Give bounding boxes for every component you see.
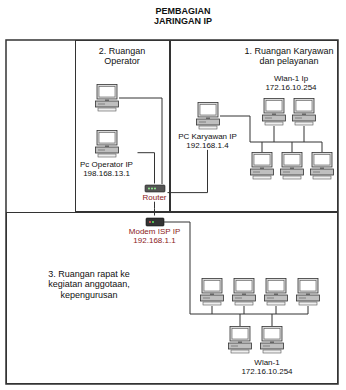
- computer-node: PC Karyawan IP 192.168.1.4: [172, 100, 244, 150]
- room-region: 2. Ruangan Operator Pc Operator IP 198.16…: [75, 40, 170, 212]
- building-wall: [6, 40, 338, 384]
- computer-icon: [96, 85, 119, 112]
- room-name: 2. Ruangan Operator: [86, 46, 158, 67]
- computer-icon: [251, 153, 274, 180]
- room-region: 3. Ruangan rapat ke kegiatan anggotaan, …: [6, 212, 338, 384]
- network-cable: [164, 222, 308, 326]
- modem-icon: [146, 218, 164, 226]
- computer-icon: [201, 279, 224, 306]
- computer-icon: [233, 279, 256, 306]
- computer-icon: [281, 153, 304, 180]
- room-name: 3. Ruangan rapat ke kegiatan anggotaan, …: [33, 269, 145, 300]
- network-cable: [138, 153, 155, 184]
- device-label: Modem ISP IP 192.168.1.1: [124, 227, 186, 245]
- device-label: PC Karyawan IP 192.168.1.4: [172, 132, 244, 150]
- computer-icon: [263, 99, 286, 126]
- room-region: 1. Ruangan Karyawan dan pelayanan PC Kary…: [170, 40, 338, 212]
- device-label: Pc Operator IP 198.168.13.1: [76, 160, 138, 178]
- computer-icon: [229, 327, 252, 354]
- computer-icon: [293, 99, 316, 126]
- device-label: Router: [142, 193, 168, 202]
- modem-node: Modem ISP IP 192.168.1.1: [124, 216, 186, 245]
- network-label: Wlan-1 Ip 172.16.10.254: [258, 74, 324, 92]
- router-node: Router: [142, 184, 168, 202]
- room-name: 1. Ruangan Karyawan dan pelayanan: [243, 46, 335, 67]
- computer-icon: [96, 131, 119, 158]
- network-label: Wlan-1 172.16.10.254: [234, 358, 300, 376]
- computer-icon: [265, 279, 288, 306]
- diagram-title: PEMBAGIAN JARINGAN IP: [138, 6, 228, 27]
- router-icon: [145, 185, 165, 192]
- computer-icon: [261, 327, 284, 354]
- network-cable: [154, 202, 155, 216]
- computer-node: Pc Operator IP 198.168.13.1: [76, 128, 138, 178]
- computer-icon: [197, 103, 220, 130]
- computer-icon: [311, 153, 334, 180]
- network-cable: [168, 150, 208, 193]
- computer-icon: [297, 279, 320, 306]
